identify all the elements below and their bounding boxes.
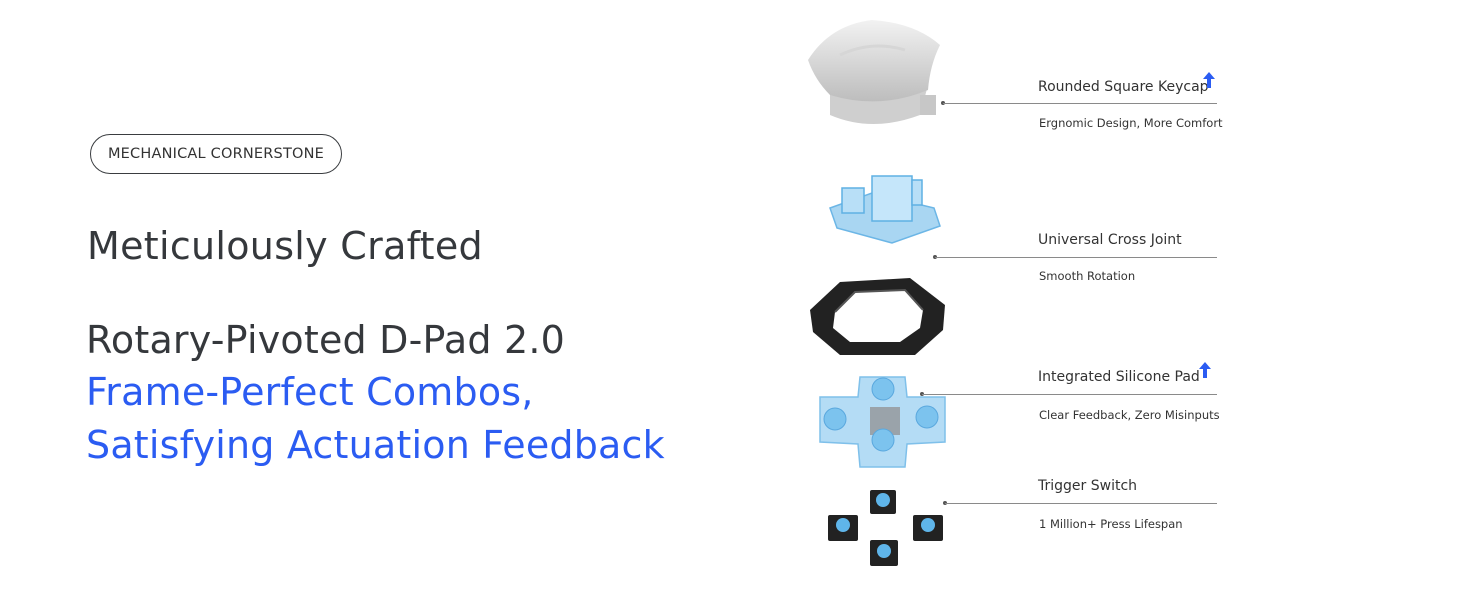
section-badge: MECHANICAL CORNERSTONE xyxy=(90,134,342,174)
keycap-subtitle: Ergnomic Design, More Comfort xyxy=(1039,116,1223,130)
pointer-line xyxy=(922,394,1217,395)
pointer-line xyxy=(935,257,1217,258)
feature-title: Rotary-Pivoted D-Pad 2.0 xyxy=(86,318,566,362)
upgrade-arrow-icon xyxy=(1203,72,1215,88)
feature-tagline-1: Frame-Perfect Combos, xyxy=(86,370,534,414)
keycap-image xyxy=(808,20,940,124)
keycap-title: Rounded Square Keycap xyxy=(1038,79,1209,95)
pointer-line xyxy=(945,503,1217,504)
trigger-switches-image xyxy=(828,490,943,566)
trigger-switch-title: Trigger Switch xyxy=(1038,478,1138,494)
cross-joint-image xyxy=(829,175,941,244)
frame-ring-image xyxy=(810,278,945,355)
trigger-switch-subtitle: 1 Million+ Press Lifespan xyxy=(1039,517,1183,531)
pointer-line xyxy=(943,103,1217,104)
upgrade-arrow-icon xyxy=(1199,362,1211,378)
main-heading: Meticulously Crafted xyxy=(87,224,483,268)
cross-joint-title: Universal Cross Joint xyxy=(1038,232,1182,248)
silicone-pad-image xyxy=(819,376,946,468)
cross-joint-subtitle: Smooth Rotation xyxy=(1039,269,1136,283)
feature-tagline-2: Satisfying Actuation Feedback xyxy=(86,423,665,467)
silicone-pad-subtitle: Clear Feedback, Zero Misinputs xyxy=(1039,408,1220,422)
silicone-pad-title: Integrated Silicone Pad xyxy=(1038,369,1200,385)
